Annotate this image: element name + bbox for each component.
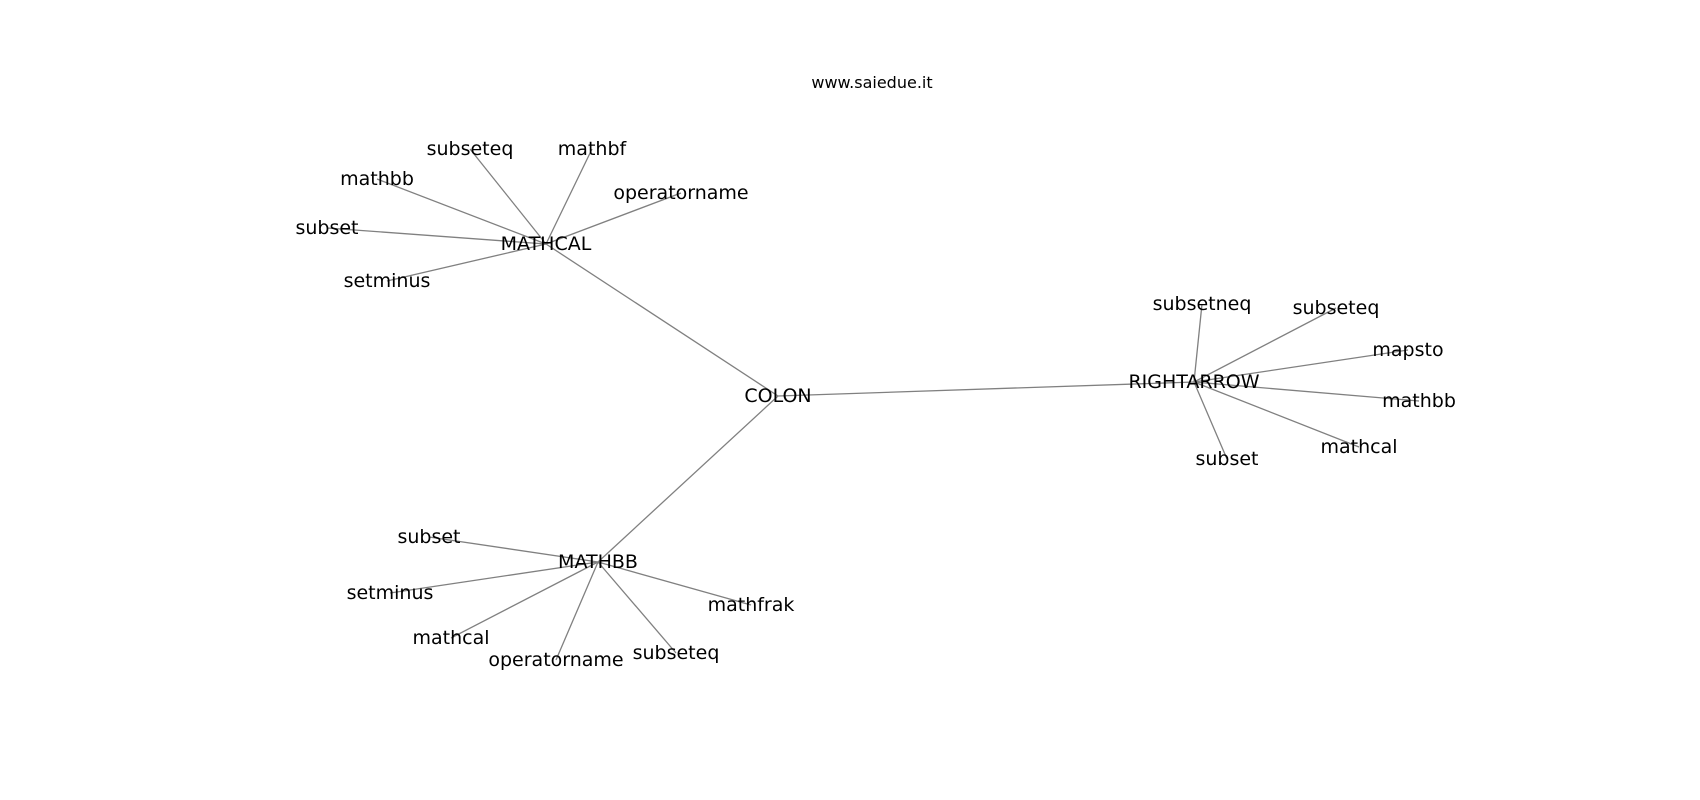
- edge-rightarrow-ra_subsetneq: [1193, 303, 1203, 383]
- edge-rightarrow-ra_subseteq: [1193, 307, 1337, 383]
- node-mb-subseteq: subseteq: [633, 642, 720, 664]
- node-ra-mathcal: mathcal: [1320, 436, 1397, 458]
- nodes-layer: COLON MATHCAL MATHBB RIGHTARROW subseteq math…: [295, 138, 1455, 671]
- edges-layer: [326, 148, 1420, 661]
- node-mathcal: MATHCAL: [501, 233, 592, 255]
- edge-mathbb-mb_operatorname: [555, 561, 599, 661]
- node-mc-setminus: setminus: [344, 270, 431, 292]
- node-mb-operatorname: operatorname: [488, 649, 623, 671]
- edge-mathcal-mc_mathbf: [545, 148, 593, 245]
- edge-mathbb-mb_mathfrak: [597, 561, 752, 606]
- edge-mathcal-mc_subset: [326, 227, 547, 245]
- edge-mathcal-mc_operatorname: [545, 192, 682, 245]
- node-rightarrow: RIGHTARROW: [1128, 371, 1259, 393]
- node-mc-operatorname: operatorname: [613, 182, 748, 204]
- edge-mathcal-mc_mathbb: [376, 178, 547, 245]
- edge-rightarrow-ra_mathbb: [1193, 381, 1420, 402]
- node-mb-subset: subset: [397, 526, 460, 548]
- edge-rightarrow-ra_mathcal: [1193, 381, 1360, 448]
- node-ra-mapsto: mapsto: [1372, 339, 1443, 361]
- node-mb-setminus: setminus: [347, 582, 434, 604]
- node-mc-mathbb: mathbb: [340, 168, 414, 190]
- node-mb-mathcal: mathcal: [412, 627, 489, 649]
- edge-mathcal-mc_setminus: [386, 243, 547, 282]
- node-mathbb: MATHBB: [558, 551, 638, 573]
- node-ra-mathbb: mathbb: [1382, 390, 1456, 412]
- node-ra-subset: subset: [1195, 448, 1258, 470]
- node-mc-subseteq: subseteq: [427, 138, 514, 160]
- node-ra-subsetneq: subsetneq: [1153, 293, 1252, 315]
- edge-mathbb-mb_subset: [428, 536, 599, 563]
- edge-colon-mathbb: [597, 395, 779, 563]
- node-ra-subseteq: subseteq: [1293, 297, 1380, 319]
- edge-mathbb-mb_setminus: [389, 561, 599, 594]
- edge-mathcal-mc_subseteq: [469, 148, 547, 245]
- node-mc-subset: subset: [295, 217, 358, 239]
- edge-rightarrow-ra_subset: [1193, 381, 1228, 460]
- edge-colon-rightarrow: [777, 381, 1195, 397]
- edge-mathbb-mb_mathcal: [450, 561, 599, 639]
- node-mb-mathfrak: mathfrak: [708, 594, 795, 616]
- edge-rightarrow-ra_mapsto: [1193, 349, 1409, 383]
- edge-colon-mathcal: [545, 243, 779, 397]
- edge-mathbb-mb_subseteq: [597, 561, 677, 654]
- page-title: www.saiedue.it: [811, 73, 932, 92]
- node-mc-mathbf: mathbf: [558, 138, 628, 160]
- node-colon: COLON: [744, 385, 811, 407]
